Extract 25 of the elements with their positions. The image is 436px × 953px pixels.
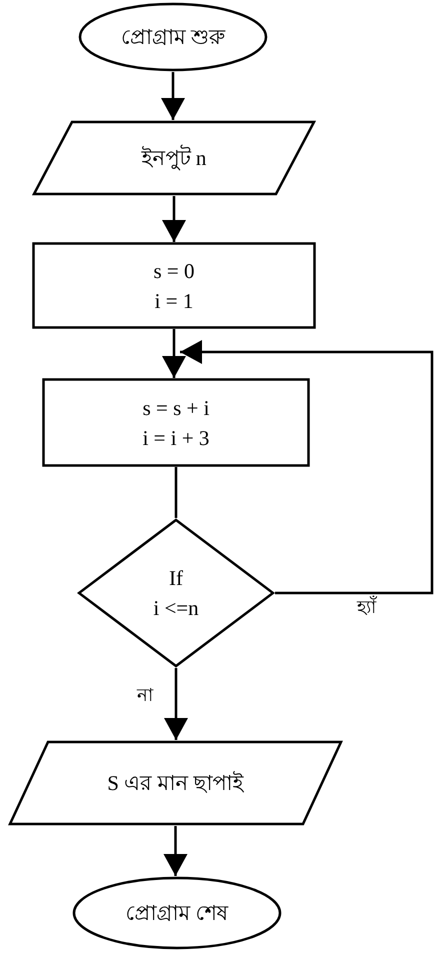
node-text: প্রোগ্রাম শেষ [125,900,229,927]
terminal-ellipse [72,876,282,950]
node-text: s = s + i [142,394,210,422]
terminal-ellipse [78,2,268,72]
arrow [180,340,434,594]
process-box [32,242,316,329]
node-text: s = 0 [153,258,194,284]
node-text: i = i + 3 [142,424,210,452]
node-text: প্রোগ্রাম শুরু [120,24,226,51]
node-text: i = 1 [154,288,194,314]
node-text: ইনপুট n [142,144,206,172]
io-parallelogram [8,740,343,826]
io-parallelogram [32,120,316,196]
decision-diamond [77,518,275,668]
edge-label: না [135,686,155,704]
process-box [42,378,310,467]
arrow [162,329,186,378]
node-text: S এর মান ছাপাই [107,770,244,797]
arrow [162,196,186,242]
edge-label: হ্যাঁ [355,598,378,616]
arrow [161,72,185,120]
arrow [164,826,188,876]
node-text: i <=n [153,595,199,622]
arrow [164,668,188,740]
node-text: If [169,565,183,592]
